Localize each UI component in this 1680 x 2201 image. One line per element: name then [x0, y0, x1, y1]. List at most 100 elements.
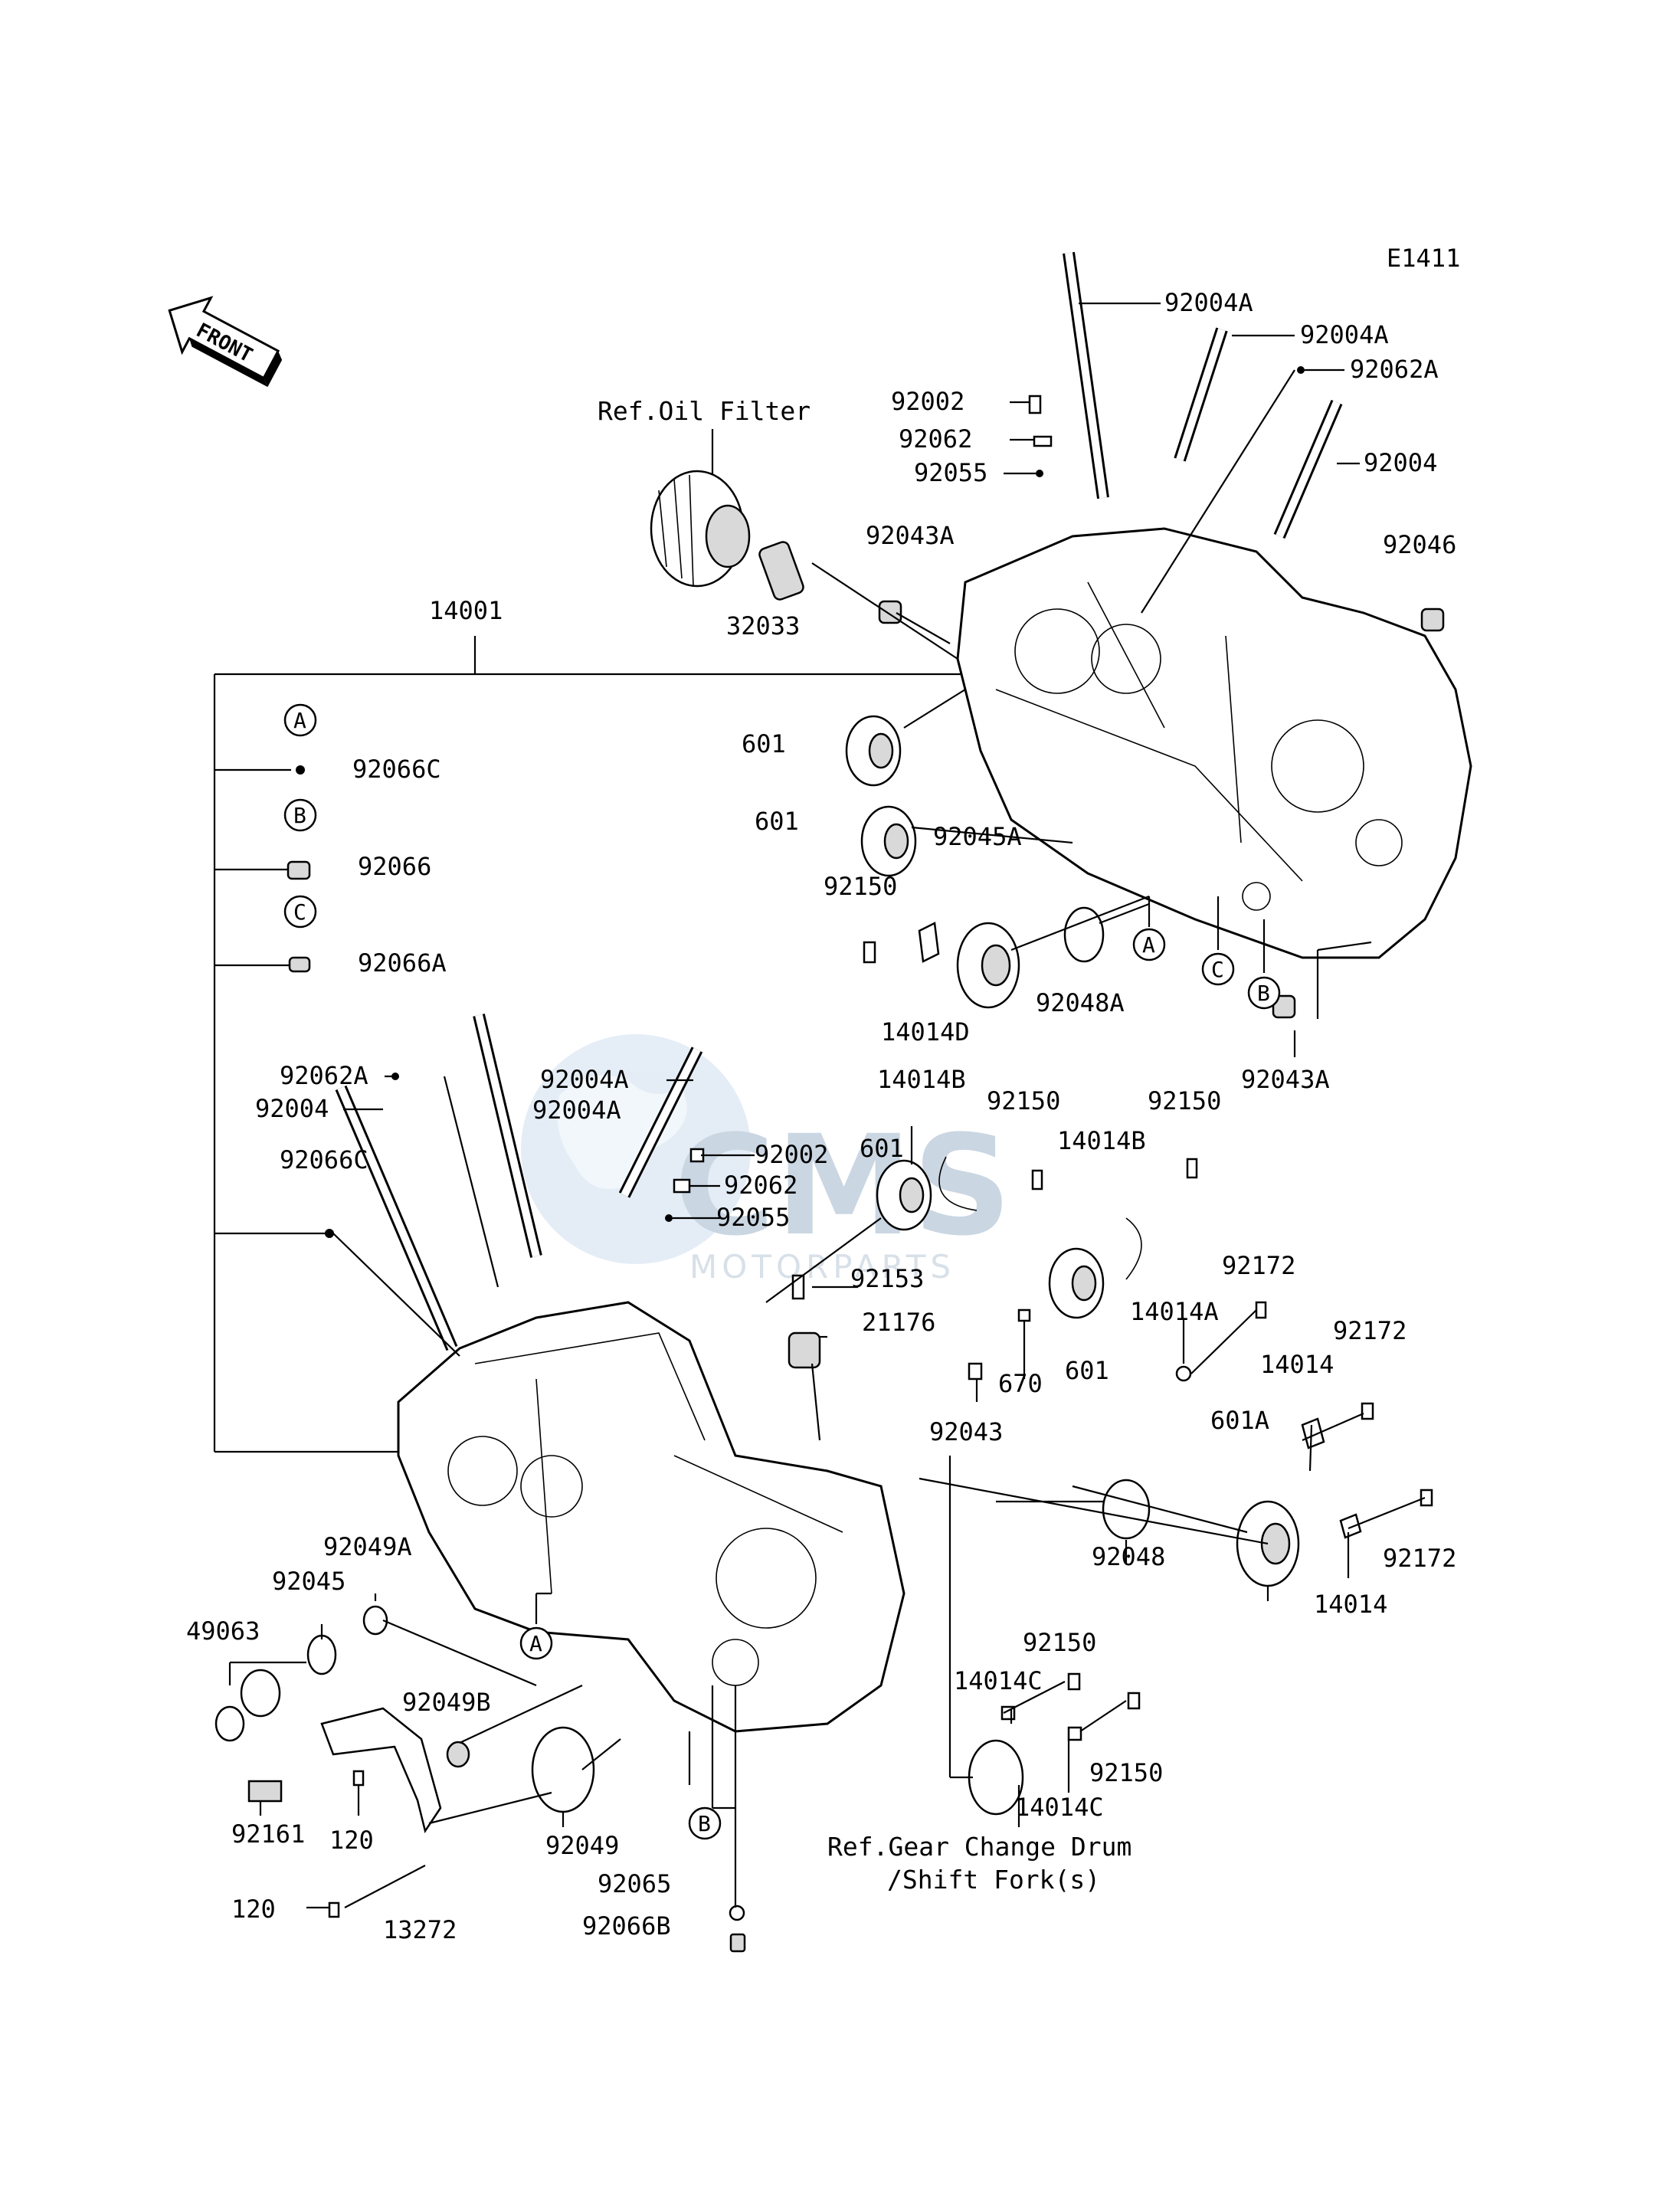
hardware: [247, 366, 1445, 1953]
callout-b-2: B: [1247, 976, 1281, 1010]
callout-b-3: B: [688, 1806, 722, 1840]
part-label: 32033: [726, 611, 800, 640]
part-label: 14014C: [1015, 1793, 1104, 1822]
part-label: 92055: [914, 458, 987, 487]
seal-92049: [531, 1726, 595, 1813]
part-label: 92153: [850, 1264, 924, 1293]
part-label: 92150: [987, 1086, 1060, 1115]
part-label: 92045: [272, 1567, 345, 1596]
svg-text:B: B: [293, 803, 306, 828]
part-label: 120: [231, 1895, 276, 1924]
stud-32033: [758, 541, 804, 601]
oil-filter: [650, 429, 751, 588]
part-label: 92172: [1333, 1316, 1407, 1345]
diagram-code: E1411: [1387, 244, 1460, 273]
part-label: 92045A: [933, 822, 1022, 851]
part-label: 14014C: [954, 1666, 1043, 1695]
callout-a-1: A: [283, 703, 317, 737]
part-label: 14014A: [1130, 1297, 1219, 1326]
part-label: 92066C: [280, 1145, 368, 1174]
part-label: 92066A: [358, 948, 447, 978]
part-label: 670: [998, 1369, 1043, 1398]
part-label: 92004A: [1300, 320, 1389, 349]
bearings: [215, 715, 1300, 1816]
svg-text:C: C: [293, 899, 306, 925]
part-label: 14014B: [877, 1065, 966, 1094]
watermark-brand: CMS: [674, 1106, 1012, 1266]
svg-text:B: B: [1257, 981, 1270, 1006]
part-label: 120: [329, 1826, 374, 1855]
part-label: 92150: [824, 872, 897, 901]
part-label: 601: [1065, 1356, 1109, 1385]
part-label: 92066C: [352, 755, 441, 784]
bearing-601-c: [876, 1159, 932, 1231]
part-label: 92062A: [280, 1061, 368, 1090]
part-label: 92043A: [1241, 1065, 1330, 1094]
callout-c-1: C: [283, 895, 317, 929]
bracket-14001: [213, 636, 965, 1453]
seal-92048A: [1063, 906, 1105, 963]
part-label: 21176: [862, 1308, 935, 1337]
part-label: 92161: [231, 1819, 305, 1849]
part-label: 49063: [186, 1616, 260, 1646]
svg-text:A: A: [529, 1631, 542, 1656]
callout-a-3: A: [519, 1626, 553, 1660]
seal-92049A: [362, 1605, 388, 1636]
ref-gear-drum-1: Ref.Gear Change Drum: [827, 1832, 1131, 1862]
studs: [335, 251, 1343, 1351]
part-label: 92062A: [1350, 355, 1439, 384]
part-label: 92002: [891, 387, 964, 416]
part-label: 601: [742, 729, 786, 758]
part-label: 92172: [1222, 1251, 1295, 1280]
part-label: 92150: [1023, 1628, 1096, 1657]
part-label: 601: [860, 1134, 904, 1163]
bearing-601-a: [845, 715, 902, 787]
part-label: 92043: [929, 1417, 1003, 1446]
part-label: 92048: [1092, 1542, 1165, 1571]
svg-text:B: B: [698, 1811, 711, 1836]
part-label: 92004A: [1164, 288, 1253, 317]
watermark: CMS MOTORPARTS: [521, 1034, 1012, 1286]
part-label: 92066: [358, 852, 431, 881]
watermark-sub: MOTORPARTS: [689, 1248, 955, 1286]
part-label: 92062: [899, 424, 972, 454]
part-label: 92049A: [323, 1532, 412, 1561]
leader-lines: [228, 302, 1426, 1909]
part-label: 92172: [1383, 1544, 1456, 1573]
callout-b-1: B: [283, 798, 317, 832]
part-label: 92002: [755, 1140, 828, 1169]
part-label: 14014D: [881, 1017, 970, 1046]
part-label: 92046: [1383, 530, 1456, 559]
part-label: 92066B: [582, 1911, 671, 1941]
front-arrow-icon: FRONT: [168, 296, 283, 388]
svg-text:A: A: [293, 708, 306, 733]
callout-circles: A B C A C B A B: [283, 703, 1281, 1840]
ref-oil-filter: Ref.Oil Filter: [598, 396, 811, 426]
part-label: 14014B: [1057, 1126, 1146, 1155]
part-label: 14001: [429, 596, 503, 625]
part-label: 92048A: [1036, 988, 1125, 1017]
part-label: 92062: [724, 1171, 797, 1200]
part-label: 601A: [1210, 1406, 1269, 1435]
part-label: 13272: [383, 1915, 457, 1944]
part-label: 92004A: [540, 1065, 629, 1094]
part-label: 92004: [1364, 448, 1437, 477]
svg-text:C: C: [1211, 957, 1224, 982]
part-label: 92043A: [866, 521, 955, 550]
part-label: 92004: [255, 1094, 329, 1123]
part-label: 92150: [1148, 1086, 1221, 1115]
bearing-601-d: [1048, 1247, 1105, 1319]
upper-crankcase: [956, 527, 1472, 959]
seal-92045: [306, 1634, 337, 1675]
part-label: 14014: [1314, 1590, 1387, 1619]
part-label: 92150: [1089, 1758, 1163, 1787]
callout-c-2: C: [1201, 952, 1235, 986]
part-label: 14014: [1260, 1350, 1334, 1379]
part-label: 601: [755, 807, 799, 836]
callout-a-2: A: [1132, 928, 1166, 961]
part-labels: 92004A 92004A 92062A 92004 92002 92062 9…: [186, 288, 1456, 1944]
part-label: 92055: [716, 1203, 790, 1232]
seal-49063: [215, 1669, 281, 1742]
